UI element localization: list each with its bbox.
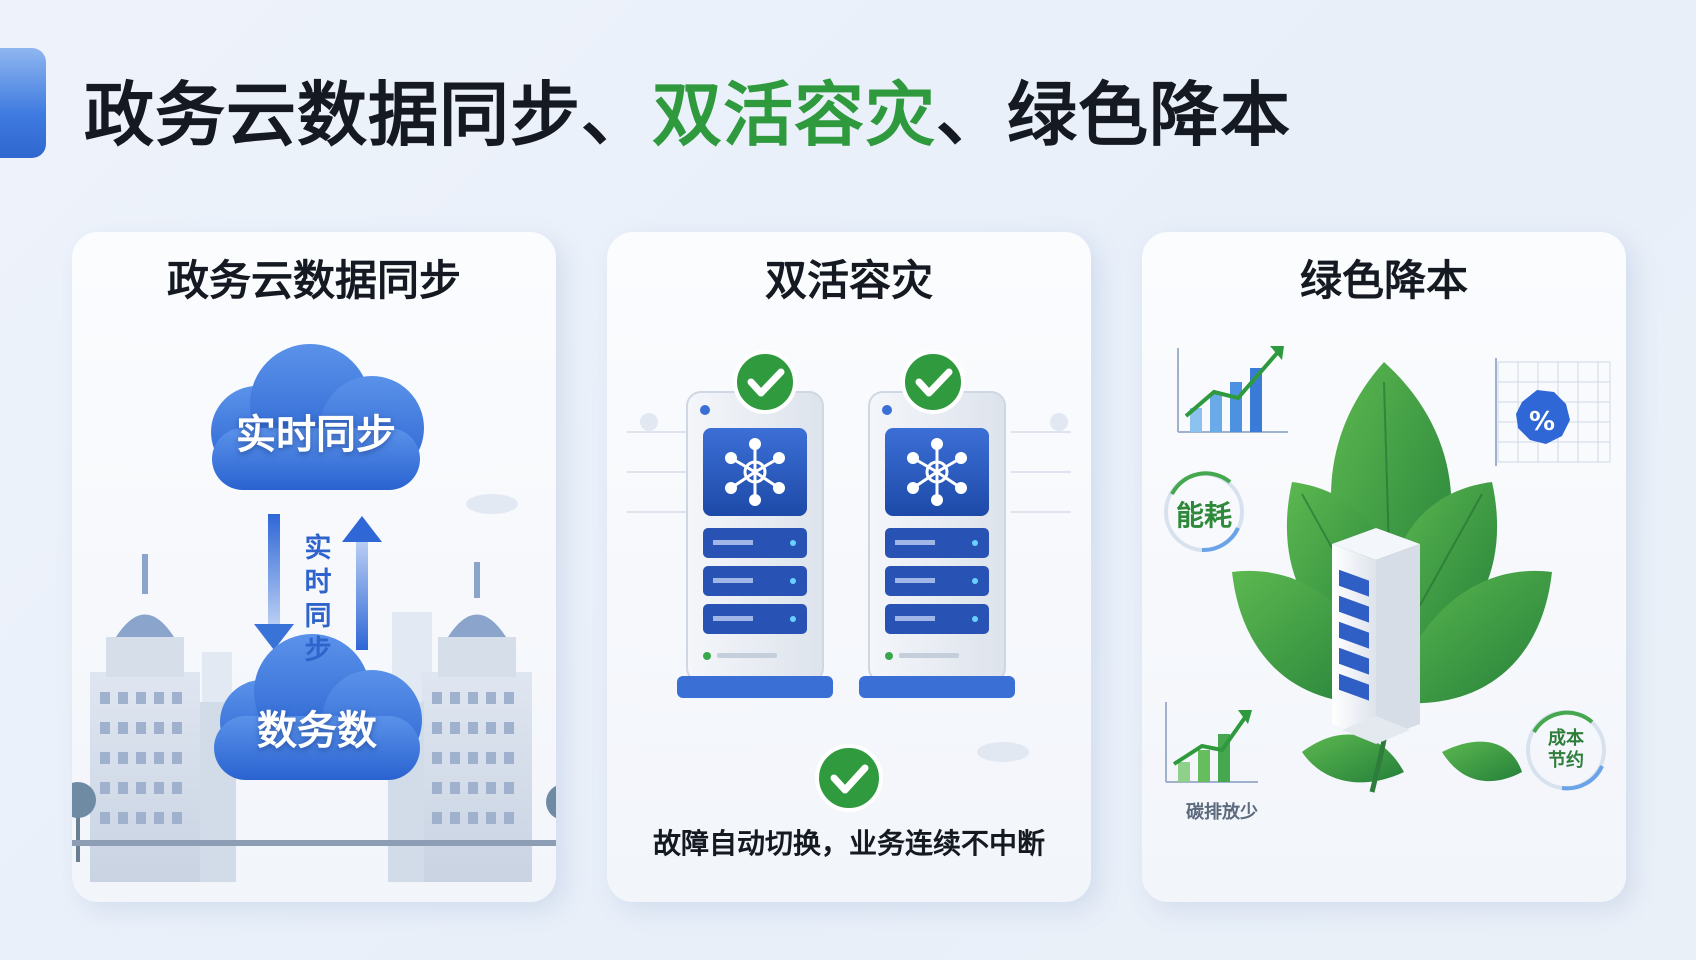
page-title: 政务云数据同步、双活容灾、绿色降本 [84,70,1291,160]
building-left [90,554,236,882]
svg-text:%: % [1529,407,1555,437]
carbon-label: 碳排放少 [1186,802,1258,823]
title-part-3: 、绿色降本 [936,74,1291,156]
bar-chart-top-left [1177,346,1288,433]
panel-dual-active: 双活容灾 [607,232,1091,902]
sync-arrows [254,514,382,650]
gear-icon: % [1516,390,1570,444]
panel-title-green: 绿色降本 [1299,256,1468,305]
energy-ring [1164,471,1244,553]
cost-ring [1526,710,1606,791]
bg-lines [627,431,1071,513]
building-right [388,562,532,882]
panel-data-sync: 政务云数据同步 [72,232,556,902]
dual-illustration [627,350,1071,812]
title-part-2: 双活容灾 [652,74,936,156]
check-icon-server-1 [733,350,797,414]
dual-caption: 故障自动切换，业务连续不中断 [652,827,1045,860]
energy-label: 能耗 [1175,499,1232,532]
check-icon-server-2 [901,350,965,414]
panel-green: 绿色降本 [1142,232,1626,902]
cloud-top [211,344,424,490]
server-1 [677,391,833,698]
check-icon-caption [815,744,883,812]
cloud-bottom-label: 数务数 [257,708,377,754]
sync-arrow-label: 实时同步 [304,533,332,666]
accent-tab [0,48,46,158]
bar-chart-bottom-left [1165,702,1258,783]
green-illustration: % [1164,346,1611,793]
trees [72,782,556,862]
cloud-bottom [214,634,422,780]
cost-label: 成本节约 [1548,728,1584,771]
title-part-1: 政务云数据同步、 [84,74,652,156]
cloud-top-label: 实时同步 [236,412,396,458]
server-tower [1332,528,1420,744]
sync-illustration [72,344,556,882]
panel-title-dual: 双活容灾 [764,256,933,305]
server-2 [859,391,1015,698]
panel-title-sync: 政务云数据同步 [166,256,461,305]
ground-line [72,840,556,846]
